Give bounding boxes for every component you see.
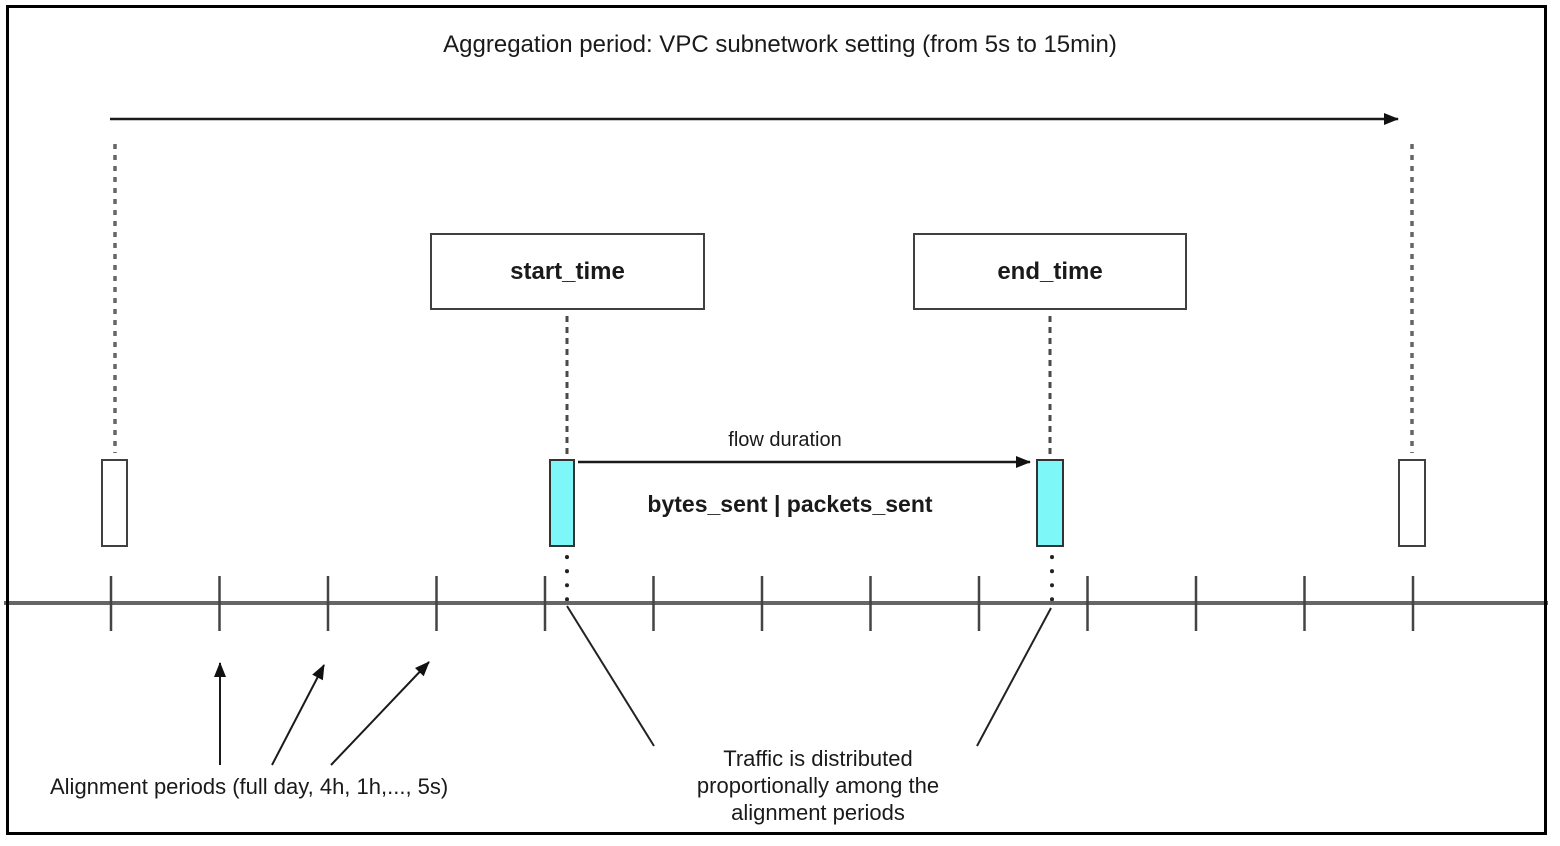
end-time-box: end_time (913, 233, 1187, 310)
traffic-note-line-3: alignment periods (731, 800, 905, 825)
alignment-periods-label: Alignment periods (full day, 4h, 1h,...,… (50, 774, 449, 799)
flow-end-interval-marker (1036, 459, 1064, 547)
traffic-note: Traffic is distributed proportionally am… (660, 745, 976, 826)
timeline-ticks (109, 576, 1415, 631)
start-time-box: start_time (430, 233, 705, 310)
flow-metrics-label: bytes_sent | packets_sent (647, 491, 933, 517)
start-time-label: start_time (510, 257, 625, 285)
alignment-period-arrow-2 (271, 664, 325, 766)
aggregation-period-marker-left (101, 459, 128, 547)
traffic-note-line-1: Traffic is distributed (723, 746, 913, 771)
flow-duration-label: flow duration (728, 429, 842, 451)
diagram-frame (6, 5, 1547, 835)
end-time-label: end_time (997, 257, 1103, 285)
aggregation-period-marker-right (1398, 459, 1426, 547)
traffic-note-pointer-left (566, 605, 655, 747)
traffic-note-pointer-right (976, 607, 1052, 747)
flow-start-interval-marker (549, 459, 575, 547)
alignment-period-arrow-3 (330, 661, 430, 766)
diagram-title: Aggregation period: VPC subnetwork setti… (443, 31, 1117, 58)
traffic-note-line-2: proportionally among the (696, 773, 940, 798)
